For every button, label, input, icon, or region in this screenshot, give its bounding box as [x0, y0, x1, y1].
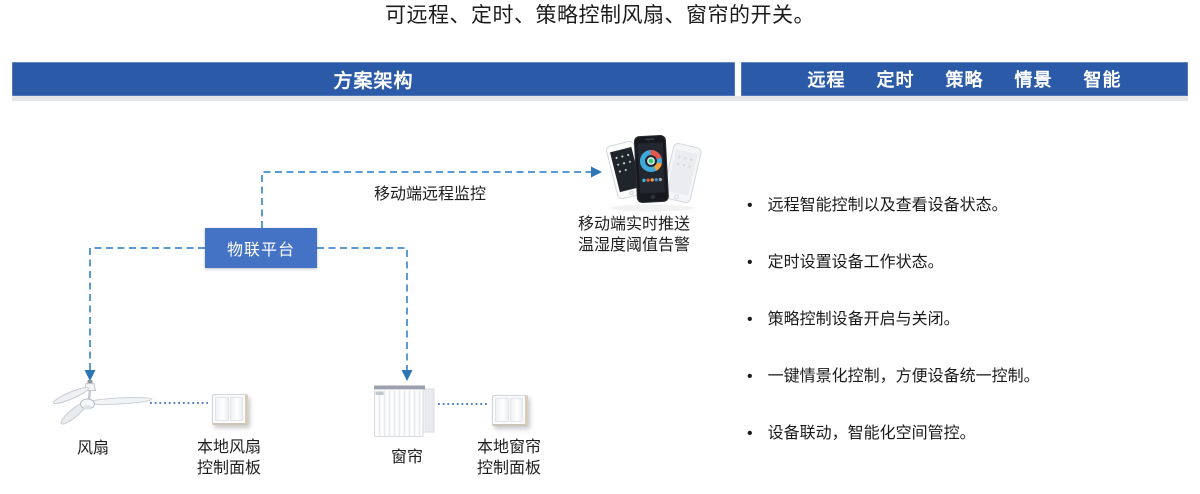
push-alert-caption: 移动端实时推送 温湿度阈值告警	[578, 214, 690, 256]
bullet-icon: •	[747, 197, 753, 214]
right-header-bar: 远程 定时 策略 情景 智能	[741, 62, 1188, 96]
smartphones-icon	[606, 134, 702, 212]
center-phone-icon	[633, 134, 669, 203]
fan-panel-label: 本地风扇 控制面板	[197, 437, 261, 479]
curtain-panel-icon	[492, 395, 528, 426]
right-header-item-remote: 远程	[807, 70, 846, 90]
feature-text: 定时设置设备工作状态。	[767, 254, 944, 271]
right-header-item-policy: 策略	[945, 70, 984, 90]
bullet-icon: •	[747, 425, 753, 442]
left-header-title: 方案架构	[333, 70, 414, 92]
feature-list: • 远程智能控制以及查看设备状态。 • 定时设置设备工作状态。 • 策略控制设备…	[741, 196, 1196, 481]
list-item: • 定时设置设备工作状态。	[741, 253, 1196, 273]
dashed-line-platform-to-curtain	[317, 247, 408, 370]
fan-panel-icon	[212, 394, 248, 425]
bullet-icon: •	[747, 311, 753, 328]
feature-text: 远程智能控制以及查看设备状态。	[767, 197, 1008, 214]
bullet-icon: •	[747, 368, 753, 385]
curtain-icon	[374, 385, 435, 437]
rocker-switch	[495, 398, 509, 422]
right-phone-icon	[662, 142, 702, 204]
curtain-panel-label: 本地窗帘 控制面板	[477, 437, 541, 479]
list-item: • 远程智能控制以及查看设备状态。	[741, 196, 1196, 216]
feature-text: 策略控制设备开启与关闭。	[767, 311, 960, 328]
rocker-switch	[229, 397, 243, 421]
right-header-item-timed: 定时	[876, 70, 915, 90]
fan-panel-label-line2: 控制面板	[197, 460, 262, 477]
iot-platform-label: 物联平台	[226, 242, 295, 259]
dashed-line-platform-to-fan	[89, 247, 205, 370]
left-header-bar: 方案架构	[12, 62, 735, 96]
curtain-label: 窗帘	[390, 449, 423, 466]
push-alert-caption-line1: 移动端实时推送	[578, 216, 691, 233]
push-alert-caption-line2: 温湿度阈值告警	[578, 237, 691, 254]
feature-text: 设备联动，智能化空间管控。	[767, 425, 976, 442]
fan-icon	[52, 380, 153, 425]
list-item: • 策略控制设备开启与关闭。	[741, 310, 1196, 330]
bullet-icon: •	[747, 254, 753, 271]
list-item: • 设备联动，智能化空间管控。	[741, 424, 1196, 444]
rocker-switch	[215, 397, 229, 421]
fan-label: 风扇	[76, 440, 109, 457]
page-title: 可远程、定时、策略控制风扇、窗帘的开关。	[385, 4, 815, 27]
right-header-item-scene: 情景	[1014, 70, 1053, 90]
arrow-down-icon	[401, 370, 413, 381]
header-underline	[12, 96, 1188, 101]
list-item: • 一键情景化控制，方便设备统一控制。	[741, 367, 1196, 387]
rocker-switch	[509, 398, 523, 422]
phones-shadow	[610, 204, 694, 212]
fan-panel-label-line1: 本地风扇	[197, 439, 262, 456]
mobile-monitor-label: 移动端远程监控	[374, 186, 487, 203]
curtain-panel-label-line1: 本地窗帘	[477, 439, 542, 456]
curtain-panel-label-line2: 控制面板	[477, 460, 542, 477]
right-header-item-smart: 智能	[1083, 70, 1122, 90]
feature-text: 一键情景化控制，方便设备统一控制。	[767, 368, 1040, 385]
iot-platform-node: 物联平台	[205, 228, 317, 268]
